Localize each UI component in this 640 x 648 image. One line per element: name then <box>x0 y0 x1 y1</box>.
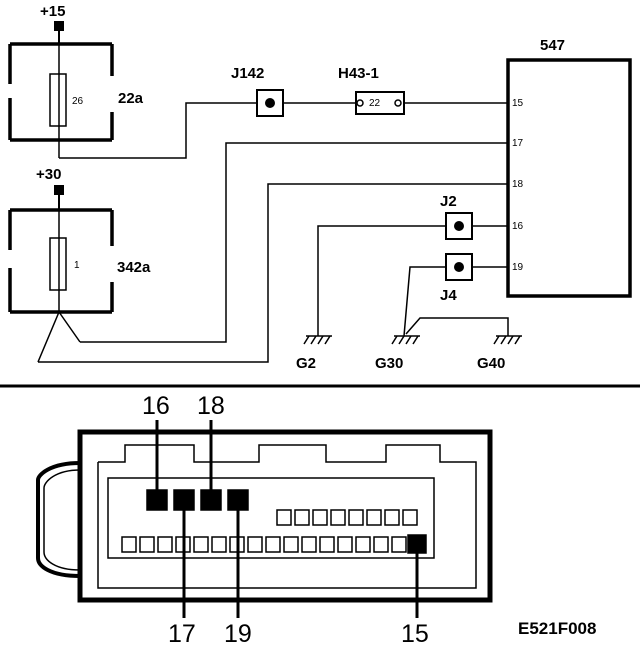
pin-17 <box>173 489 195 511</box>
label-ground-g30: G30 <box>375 355 403 372</box>
schematic <box>8 21 632 363</box>
pin-cavity <box>294 509 310 526</box>
pin-cavity <box>402 509 418 526</box>
label-pin-16: 16 <box>512 221 524 232</box>
label-h43-1-pin: 22 <box>369 98 381 109</box>
connector-j142-pin <box>265 98 275 108</box>
wire-j2-to-g2 <box>317 225 446 336</box>
pin-cavity <box>283 536 299 553</box>
label-j2: J2 <box>440 193 457 210</box>
pin-cavity <box>330 509 346 526</box>
leader-lines <box>155 420 419 618</box>
fuse-box-342a <box>8 208 114 314</box>
label-fuse-342a-number: 1 <box>74 260 80 271</box>
pin-cavity <box>211 536 227 553</box>
label-fuse-22a: 22a <box>118 90 144 107</box>
label-pin-18: 18 <box>512 179 524 190</box>
connector-h43-1-left-pin <box>356 99 364 107</box>
pin-cavity <box>337 536 353 553</box>
connector-housing <box>77 429 493 603</box>
pin-cavity <box>247 536 263 553</box>
label-ground-g40: G40 <box>477 355 505 372</box>
pin-cavity <box>348 509 364 526</box>
connector-label-18: 18 <box>197 392 225 420</box>
pin-cavity <box>366 509 382 526</box>
pin-18 <box>200 489 222 511</box>
fuse-22a-element <box>49 73 67 127</box>
pin-19 <box>227 489 249 511</box>
ground-g40-symbol <box>493 335 522 345</box>
ground-g2-symbol <box>303 335 332 345</box>
connector-terminal-field <box>107 477 435 559</box>
ground-g30-symbol <box>391 335 420 345</box>
supply-15-terminal <box>54 21 64 31</box>
pin-cavity <box>265 536 281 553</box>
pin-cavity <box>139 536 155 553</box>
label-j4: J4 <box>440 287 457 304</box>
wire-j4-to-g30 <box>403 266 446 337</box>
control-unit-547 <box>506 58 632 298</box>
label-fuse-342a: 342a <box>117 259 151 276</box>
pin-cavity <box>301 536 317 553</box>
label-ground-g2: G2 <box>296 355 316 372</box>
connector-j4-pin <box>454 262 464 272</box>
pin-cavity <box>355 536 371 553</box>
label-control-unit-547: 547 <box>540 37 565 54</box>
label-fuse-22a-number: 26 <box>72 96 84 107</box>
connector-j2-pin <box>454 221 464 231</box>
connector-label-16: 16 <box>142 392 170 420</box>
label-supply-15: +15 <box>40 3 65 20</box>
label-pin-15: 15 <box>512 98 524 109</box>
figure-reference: E521F008 <box>518 619 596 638</box>
pin-cavity <box>276 509 292 526</box>
pin-cavity <box>312 509 328 526</box>
pin-cavity <box>121 536 137 553</box>
connector-label-17: 17 <box>168 620 196 648</box>
connector-inner-outline <box>97 444 477 589</box>
supply-30-terminal <box>54 185 64 195</box>
fuse-box-22a <box>8 42 114 142</box>
pin-cavity <box>319 536 335 553</box>
label-supply-30: +30 <box>36 166 61 183</box>
wire-g30-to-g40 <box>405 317 509 336</box>
pin-cavity <box>373 536 389 553</box>
label-h43-1: H43-1 <box>338 65 379 82</box>
label-pin-19: 19 <box>512 262 524 273</box>
pin-cavities <box>121 489 427 554</box>
fuse-342a-element <box>49 237 67 291</box>
connector-label-15: 15 <box>401 620 429 648</box>
pin-16 <box>146 489 168 511</box>
connector-label-19: 19 <box>224 620 252 648</box>
label-j142: J142 <box>231 65 264 82</box>
connector-latch <box>36 461 81 578</box>
connector-view <box>36 429 493 603</box>
pin-cavity <box>384 509 400 526</box>
wire-22a-to-j142 <box>59 102 257 159</box>
pin-cavity <box>391 536 407 553</box>
pin-15 <box>407 534 427 554</box>
splice-342a <box>37 310 81 363</box>
wire-to-pin-17 <box>80 142 508 343</box>
connector-h43-1-right-pin <box>394 99 402 107</box>
wire-to-pin-18 <box>38 183 508 363</box>
pin-cavity <box>193 536 209 553</box>
label-pin-17: 17 <box>512 138 524 149</box>
pin-cavity <box>157 536 173 553</box>
